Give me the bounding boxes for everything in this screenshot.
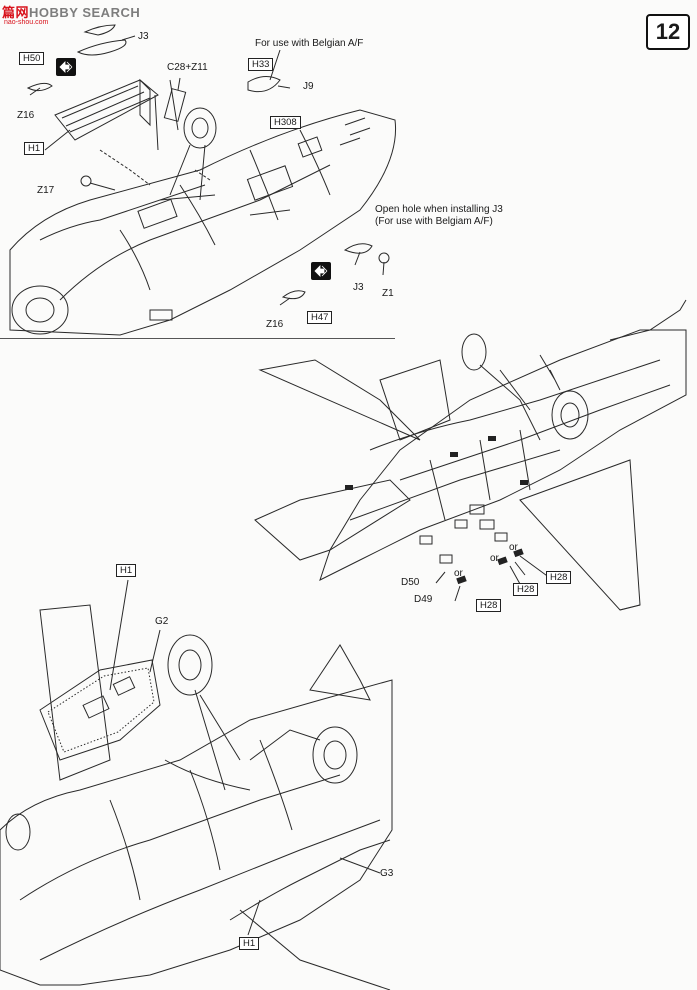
- part-z16-bottom: Z16: [266, 319, 284, 330]
- part-h1-mid: H1: [116, 564, 137, 577]
- part-j9: J9: [303, 81, 314, 92]
- or-2: or: [490, 553, 499, 564]
- hole-note-line2: (For use with Belgiam A/F): [375, 216, 493, 227]
- hole-note-line1: Open hole when installing J3: [375, 204, 503, 215]
- top-landing-gear: [154, 79, 217, 201]
- part-d50: D50: [401, 577, 420, 588]
- part-h28-c: H28: [546, 571, 572, 584]
- part-z16-top: Z16: [17, 110, 35, 121]
- part-j3-top: J3: [138, 31, 149, 42]
- part-z17: Z17: [37, 185, 55, 196]
- watermark-logo: 篇网HOBBY SEARCH: [2, 5, 141, 20]
- part-c28-z11: C28+Z11: [167, 62, 208, 73]
- part-j3-right: J3: [353, 282, 364, 293]
- part-h50: H50: [19, 52, 45, 65]
- watermark-url: nao-shou.com: [4, 19, 49, 26]
- part-h1-bottom: H1: [239, 937, 260, 950]
- part-h47: H47: [307, 311, 333, 324]
- part-h33: H33: [248, 58, 274, 71]
- part-d49: D49: [414, 594, 433, 605]
- part-h28-a: H28: [476, 599, 502, 612]
- or-3: or: [509, 542, 518, 553]
- bottom-aircraft: [0, 604, 393, 990]
- or-1: or: [454, 568, 463, 579]
- swap-arrows-icon: [56, 58, 76, 76]
- belgian-note: For use with Belgian A/F: [255, 38, 364, 49]
- part-z1: Z1: [382, 288, 394, 299]
- step-number: 12: [646, 14, 690, 50]
- right-aircraft: [254, 299, 687, 611]
- part-h1-top: H1: [24, 142, 45, 155]
- door-panel-h1: [54, 78, 159, 141]
- panel-divider: [0, 338, 395, 339]
- top-fuselage: [9, 109, 397, 336]
- door-panel-g2: [39, 659, 161, 761]
- part-h28-b: H28: [513, 583, 539, 596]
- part-h308: H308: [270, 116, 301, 129]
- swap-arrows-icon: [311, 262, 331, 280]
- part-g2: G2: [155, 616, 169, 627]
- part-g3: G3: [380, 868, 394, 879]
